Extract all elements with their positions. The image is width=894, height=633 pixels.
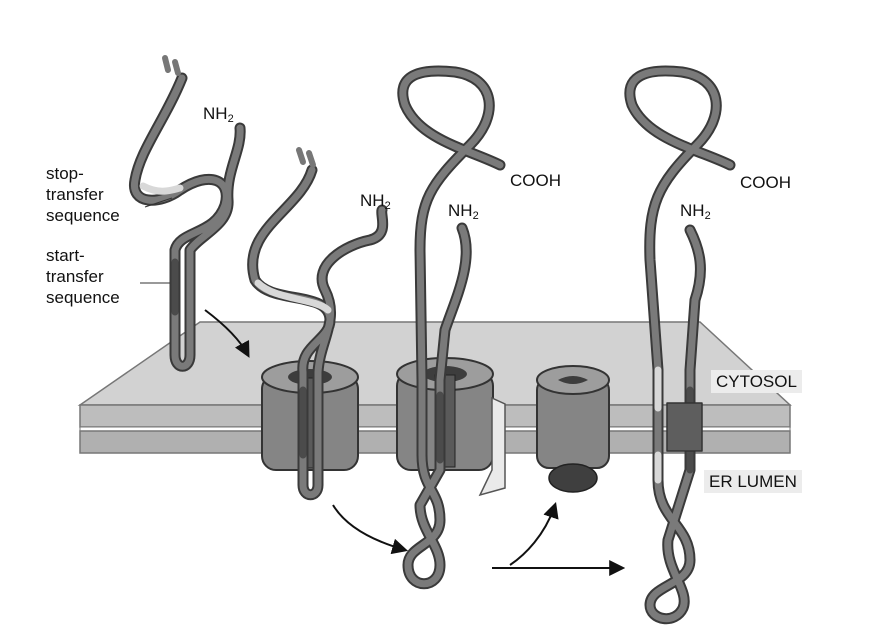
nh2-label-1: NH2 (203, 104, 234, 125)
translocon-3 (536, 365, 610, 493)
stop-transfer-label: stop- transfer sequence (46, 163, 120, 226)
protein-chain-1 (129, 55, 246, 372)
nh2-label-4: NH2 (680, 201, 711, 222)
start-transfer-line-2: transfer (46, 267, 104, 286)
protein-chain-2 (247, 147, 389, 501)
arrow-insertion (204, 309, 250, 358)
start-transfer-label: start- transfer sequence (46, 245, 120, 308)
stop-transfer-line-3: sequence (46, 206, 120, 225)
arrow-to-lumen (332, 504, 409, 555)
process-arrows (204, 309, 626, 576)
er-lumen-label: ER LUMEN (704, 470, 802, 493)
nh2-label-2: NH2 (360, 191, 391, 212)
stop-transfer-line-1: stop- (46, 164, 84, 183)
arrow-release-up (509, 501, 559, 566)
stop-transfer-line-2: transfer (46, 185, 104, 204)
start-transfer-line-3: sequence (46, 288, 120, 307)
label-pointers (140, 197, 173, 284)
protein-chain-4 (624, 65, 736, 624)
translocon-2 (396, 357, 506, 497)
translocon-1 (261, 360, 359, 471)
cooh-label-1: COOH (510, 171, 561, 190)
start-transfer-line-1: start- (46, 246, 85, 265)
nh2-label-3: NH2 (448, 201, 479, 222)
cooh-label-2: COOH (740, 173, 791, 192)
protein-chain-3 (397, 65, 506, 590)
cytosol-label: CYTOSOL (711, 370, 802, 393)
